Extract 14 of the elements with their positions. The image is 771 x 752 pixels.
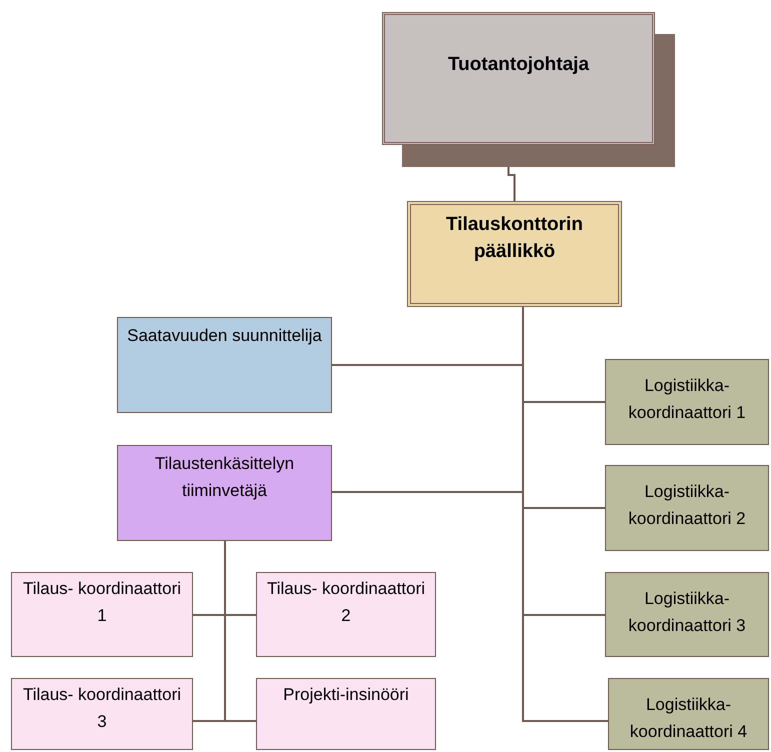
role-box: Projekti-insinööri [256,678,436,750]
role-box: Tilaus- koordinaattori 3 [11,678,193,750]
role-box: Logistiikka- koordinaattori 3 [605,572,769,657]
manager-box: Tilauskonttorin päällikkö [407,201,622,307]
role-box: Tilaus- koordinaattori 1 [11,572,193,657]
role-box: Logistiikka- koordinaattori 1 [605,359,769,445]
connector-line [224,541,256,722]
connector-line [508,167,516,201]
role-box: Logistiikka- koordinaattori 2 [605,465,769,551]
role-box: Logistiikka- koordinaattori 4 [608,678,769,750]
role-box: Saatavuuden suunnittelija [117,317,332,413]
role-box: Tilaustenkäsittelyn tiiminvetäjä [117,445,332,541]
director-box: Tuotantojohtaja [382,12,655,145]
role-box: Tilaus- koordinaattori 2 [256,572,436,657]
